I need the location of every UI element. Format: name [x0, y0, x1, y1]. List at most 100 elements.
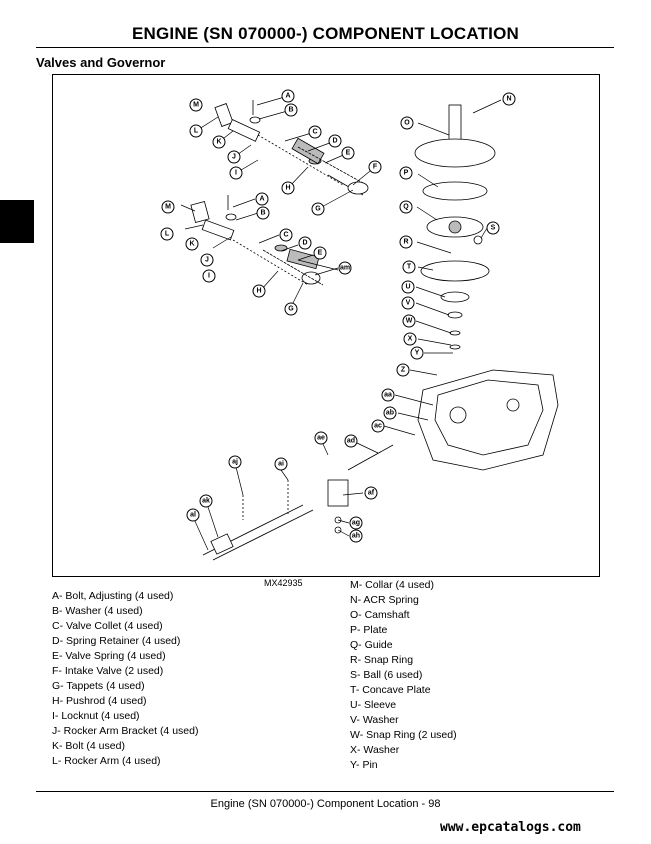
legend-item: E- Valve Spring (4 used)	[52, 650, 166, 662]
legend-item: S- Ball (6 used)	[350, 669, 423, 681]
legend-item: M- Collar (4 used)	[350, 579, 435, 591]
svg-text:ad: ad	[347, 438, 355, 445]
legend-item: V- Washer	[350, 714, 399, 726]
svg-text:H: H	[285, 185, 290, 192]
legend-right-column: M- Collar (4 used) N- ACR Spring O- Cams…	[350, 578, 457, 773]
svg-text:C: C	[312, 129, 317, 136]
svg-text:ac: ac	[374, 423, 382, 430]
svg-text:Z: Z	[401, 367, 406, 374]
callout-J-upper: J	[227, 150, 241, 164]
svg-text:U: U	[405, 284, 410, 291]
svg-text:S: S	[491, 225, 496, 232]
callout-O: O	[400, 116, 414, 130]
leader-lines	[180, 95, 502, 551]
lower-valve-train	[190, 195, 339, 286]
svg-text:M: M	[193, 102, 199, 109]
crankcase-cover	[417, 369, 559, 471]
callout-J-lower: J	[200, 253, 214, 267]
callout-ac: ac	[371, 419, 385, 433]
svg-text:L: L	[165, 231, 170, 238]
legend-item: C- Valve Collet (4 used)	[52, 620, 163, 632]
svg-text:V: V	[406, 300, 411, 307]
callout-al: al	[186, 508, 200, 522]
callout-L-upper: L	[189, 124, 203, 138]
callout-U: U	[401, 280, 415, 294]
svg-text:F: F	[373, 164, 378, 171]
footer-rule	[36, 791, 614, 792]
svg-text:ae: ae	[317, 435, 325, 442]
svg-text:ag: ag	[352, 520, 360, 527]
exploded-view-figure: A B C D E F G H I J K L M N O P Q R S T …	[52, 74, 600, 577]
legend-item: U- Sleeve	[350, 699, 397, 711]
watermark-link[interactable]: www.epcatalogs.com	[440, 820, 581, 835]
svg-text:H: H	[256, 288, 261, 295]
svg-text:J: J	[205, 257, 209, 264]
svg-text:L: L	[194, 128, 199, 135]
legend-item: K- Bolt (4 used)	[52, 740, 125, 752]
svg-text:W: W	[406, 318, 413, 325]
svg-text:A: A	[285, 93, 290, 100]
svg-text:N: N	[506, 96, 511, 103]
svg-text:Q: Q	[403, 204, 409, 211]
callout-T: T	[402, 260, 416, 274]
callout-aa: aa	[381, 388, 395, 402]
svg-text:ai: ai	[278, 461, 284, 468]
callout-B-lower: B	[256, 206, 270, 220]
svg-text:A: A	[259, 196, 264, 203]
callout-M-upper: M	[189, 98, 203, 112]
legend-item: N- ACR Spring	[350, 594, 419, 606]
exploded-view-drawing: A B C D E F G H I J K L M N O P Q R S T …	[160, 89, 559, 561]
legend-item: L- Rocker Arm (4 used)	[52, 755, 161, 767]
callout-B-upper: B	[284, 103, 298, 117]
callout-L-lower: L	[160, 227, 174, 241]
callout-D-upper: D	[328, 134, 342, 148]
callout-A-upper: A	[281, 89, 295, 103]
callout-ak: ak	[199, 494, 213, 508]
svg-text:D: D	[302, 240, 307, 247]
callout-I-upper: I	[229, 166, 243, 180]
section-title: Valves and Governor	[36, 55, 166, 70]
callout-ag: ag	[349, 516, 363, 530]
callout-aj: aj	[228, 455, 242, 469]
callout-W: W	[402, 314, 416, 328]
svg-text:af: af	[368, 490, 375, 497]
svg-text:al: al	[190, 512, 196, 519]
legend-item: B- Washer (4 used)	[52, 605, 143, 617]
legend-item: H- Pushrod (4 used)	[52, 695, 147, 707]
legend-item: W- Snap Ring (2 used)	[350, 729, 457, 741]
svg-text:ah: ah	[352, 533, 360, 540]
svg-text:O: O	[404, 120, 410, 127]
svg-text:J: J	[232, 154, 236, 161]
callout-N: N	[502, 92, 516, 106]
svg-text:B: B	[288, 107, 293, 114]
svg-text:G: G	[288, 306, 294, 313]
svg-text:aa: aa	[384, 392, 392, 399]
figure-id: MX42935	[264, 578, 303, 588]
page-title: ENGINE (SN 070000-) COMPONENT LOCATION	[131, 24, 519, 43]
callout-H-upper: H	[281, 181, 295, 195]
callout-K-lower: K	[185, 237, 199, 251]
callout-af: af	[364, 486, 378, 500]
legend-item: J- Rocker Arm Bracket (4 used)	[52, 725, 199, 737]
governor-assembly	[202, 444, 394, 561]
legend-item: Y- Pin	[350, 759, 378, 771]
legend-left-column: A- Bolt, Adjusting (4 used) B- Washer (4…	[52, 589, 198, 769]
callout-I-lower: I	[202, 269, 216, 283]
callout-ae: ae	[314, 431, 328, 445]
legend-item: O- Camshaft	[350, 609, 410, 621]
callout-M-lower: M	[161, 200, 175, 214]
callout-G-upper: G	[311, 202, 325, 216]
svg-text:am: am	[340, 265, 350, 272]
svg-text:K: K	[216, 139, 221, 146]
callout-D-lower: D	[298, 236, 312, 250]
legend-item: X- Washer	[350, 744, 400, 756]
callout-ad: ad	[344, 434, 358, 448]
callout-G-lower: G	[284, 302, 298, 316]
callout-K-upper: K	[212, 135, 226, 149]
svg-text:R: R	[403, 239, 408, 246]
legend-item: Q- Guide	[350, 639, 393, 651]
svg-text:I: I	[208, 273, 210, 280]
legend-item: D- Spring Retainer (4 used)	[52, 635, 181, 647]
legend-item: T- Concave Plate	[350, 684, 431, 696]
svg-text:Y: Y	[415, 350, 420, 357]
